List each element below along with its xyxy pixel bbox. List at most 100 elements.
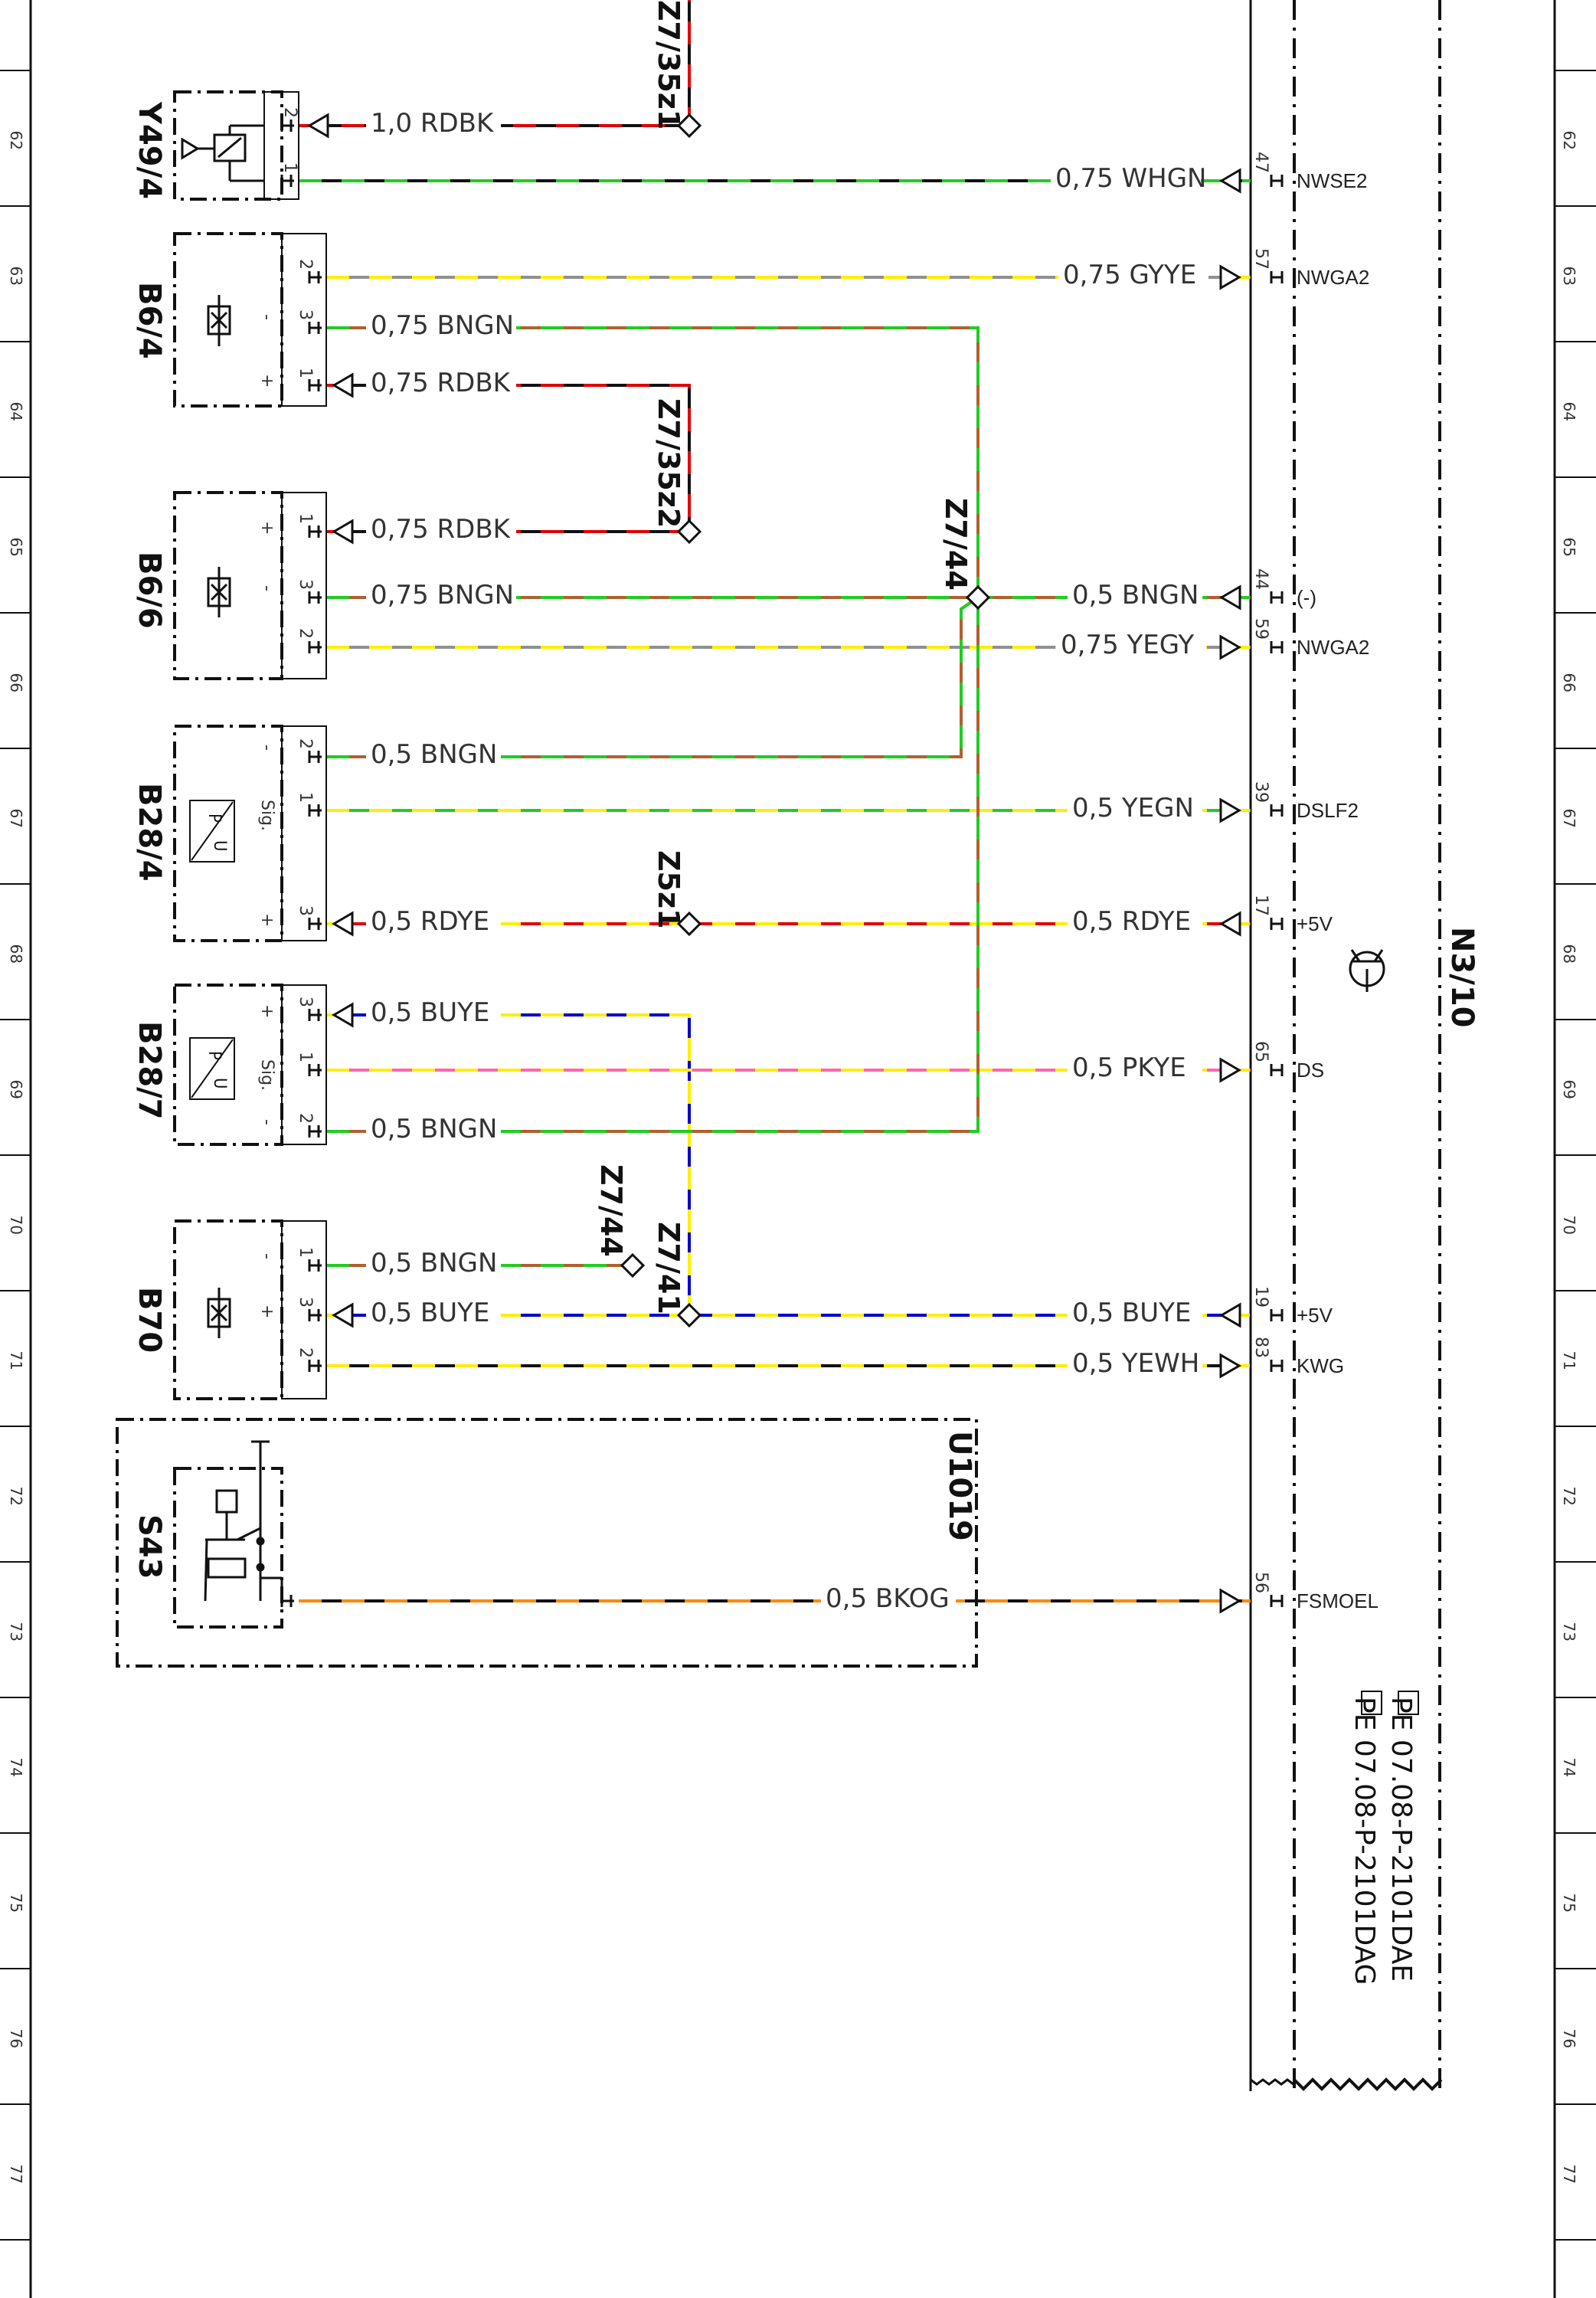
wire-stripe: [326, 384, 691, 532]
n3-pin-39-number: 39: [1251, 781, 1271, 803]
grid-row-label-right: 74: [1560, 1758, 1578, 1777]
n3-pin-65-signal: DS: [1297, 1059, 1324, 1082]
svg-text:P: P: [204, 813, 224, 823]
grid-row-label-left: 68: [7, 944, 25, 964]
label-b6-4: B6/4: [132, 282, 167, 359]
grid-row-label-right: 72: [1560, 1487, 1578, 1506]
switch-icon: [204, 1440, 283, 1602]
pin-contact: [308, 591, 322, 604]
wire-label-b64-bngn-bg: [366, 308, 516, 336]
pin-number: -: [257, 1119, 276, 1125]
grid-row-label-right: 70: [1560, 1216, 1578, 1235]
pin-number: 3: [296, 309, 315, 320]
hand-pointer-icon: [1361, 1691, 1419, 1715]
wire-stripe: [326, 1013, 691, 1315]
splice-labels: Z7/35z1 Z7/35z2 Z7/44 Z5z1 Z7/44 Z7/41: [594, 0, 973, 1314]
pin-number: 1: [280, 162, 299, 173]
n3-pin-59-contact: [1270, 641, 1284, 653]
pin-number: -: [257, 585, 276, 591]
n3-pin-65-contact: [1270, 1064, 1284, 1076]
n3-pin-19-contact: [1270, 1309, 1284, 1321]
pin-number: -: [257, 745, 276, 751]
wire-label-whgn-bg: [1051, 161, 1201, 188]
wire-label-b284-bngn: 0,5 BNGN: [371, 739, 497, 770]
reference-pe-1: PE 07.08-P-2101DAE: [1385, 1697, 1417, 1982]
n3-pin-39-signal: DSLF2: [1297, 799, 1359, 822]
n3-pin-59-signal: NWGA2: [1297, 636, 1369, 659]
wire-label-b70-bngn: 0,5 BNGN: [371, 1248, 497, 1278]
arrow-icon: [332, 1002, 354, 1028]
wire-label-b66-bngn-bg: [366, 578, 516, 605]
label-b70: B70: [132, 1287, 167, 1353]
grid-row-label-right: 75: [1560, 1894, 1578, 1913]
wire-label-b64-rdbk-bg: [366, 365, 516, 393]
reference-pe-2: PE 07.08-P-2101DAG: [1349, 1697, 1380, 1985]
wire-label-b287-buye: 0,5 BUYE: [371, 997, 489, 1028]
n3-pin-19-signal: +5V: [1297, 1304, 1333, 1327]
n3-pin-19-number: 19: [1251, 1286, 1271, 1308]
arrow-icon: [307, 113, 329, 139]
wire-label-yegy: 0,75 YEGY: [1061, 630, 1194, 660]
pin-number: 3: [296, 905, 315, 916]
wire-label-b70-buye-bg: [366, 1295, 501, 1323]
grid-row-label-right: 67: [1560, 809, 1578, 828]
wire-label-pkye: 0,5 PKYE: [1072, 1052, 1186, 1083]
n3-10-label: N3/10: [1444, 927, 1480, 1028]
wire-label-bkog: 0,5 BKOG: [826, 1583, 950, 1614]
pin-number: 2: [296, 1113, 315, 1124]
label-b6-6: B6/6: [132, 552, 167, 629]
pin-number: 3: [296, 997, 315, 1007]
grid-row-label-right: 73: [1560, 1622, 1578, 1642]
wire-label-y49-rdbk: 1,0 RDBK: [371, 108, 495, 139]
pressure-sensor-icon-2: P U: [189, 1037, 235, 1100]
pin-number: 2: [280, 107, 299, 118]
arrow-icon: [1219, 168, 1241, 194]
grid-row-label-right: 65: [1560, 538, 1578, 557]
n3-pins: 47NWSE257NWGA244(-)59NWGA239DSLF217+5V65…: [1251, 152, 1379, 1612]
splice-z5z1: Z5z1: [652, 850, 685, 929]
n3-pin-83-contact: [1270, 1360, 1284, 1372]
grid-row-label-right: 68: [1560, 944, 1578, 964]
wire-base: [326, 596, 980, 758]
n3-pin-17-contact: [1270, 918, 1284, 930]
wire-label-b287-buye-bg: [366, 995, 501, 1023]
wire-label-rdye: 0,5 RDYE: [1072, 906, 1191, 937]
wire-label-yewh: 0,5 YEWH: [1072, 1348, 1199, 1379]
wire-label-pkye-bg: [1068, 1050, 1202, 1078]
wire-label-b64-bngn: 0,75 BNGN: [371, 310, 514, 341]
arrow-icon: [1219, 911, 1241, 937]
wire-label-bkog-bg: [821, 1581, 956, 1609]
grid-row-label-left: 71: [7, 1351, 25, 1370]
pin-number: 2: [296, 259, 315, 270]
n3-pin-44-signal: (-): [1297, 586, 1316, 609]
grid-row-label-left: 62: [7, 131, 25, 150]
n3-pin-56-contact: [1270, 1595, 1284, 1607]
grid-row-label-right: 66: [1560, 673, 1578, 692]
n3-pin-56-signal: FSMOEL: [1297, 1589, 1379, 1612]
pin-number: 1: [296, 1247, 315, 1258]
pin-contact: [308, 1309, 322, 1321]
pin-number: +: [257, 374, 276, 388]
grid-row-label-left: 63: [7, 267, 25, 286]
grid-row-label-left: 75: [7, 1894, 25, 1913]
arrow-icon: [1219, 1353, 1241, 1379]
wire-label-bngn-bg: [1068, 578, 1202, 605]
pressure-sensor-icon: P U: [189, 800, 235, 863]
splice-points: [620, 113, 991, 1328]
pin-contact: [308, 271, 322, 283]
pin-number: -: [257, 314, 276, 320]
grid-row-label-left: 72: [7, 1487, 25, 1506]
wire-label-gyye: 0,75 GYYE: [1063, 260, 1196, 290]
wire-label-b287-bngn: 0,5 BNGN: [371, 1114, 497, 1144]
pin-contact: [308, 1259, 322, 1272]
pin-contact: [308, 641, 322, 653]
grid-row-label-right: 62: [1560, 131, 1578, 150]
label-b28-7: B28/7: [132, 1021, 167, 1120]
wire-label-b287-bngn-bg: [366, 1111, 501, 1139]
wire-label-b66-rdbk: 0,75 RDBK: [371, 514, 512, 545]
n3-pin-83-number: 83: [1251, 1337, 1271, 1358]
splice-z7-44-main: Z7/44: [939, 498, 973, 591]
